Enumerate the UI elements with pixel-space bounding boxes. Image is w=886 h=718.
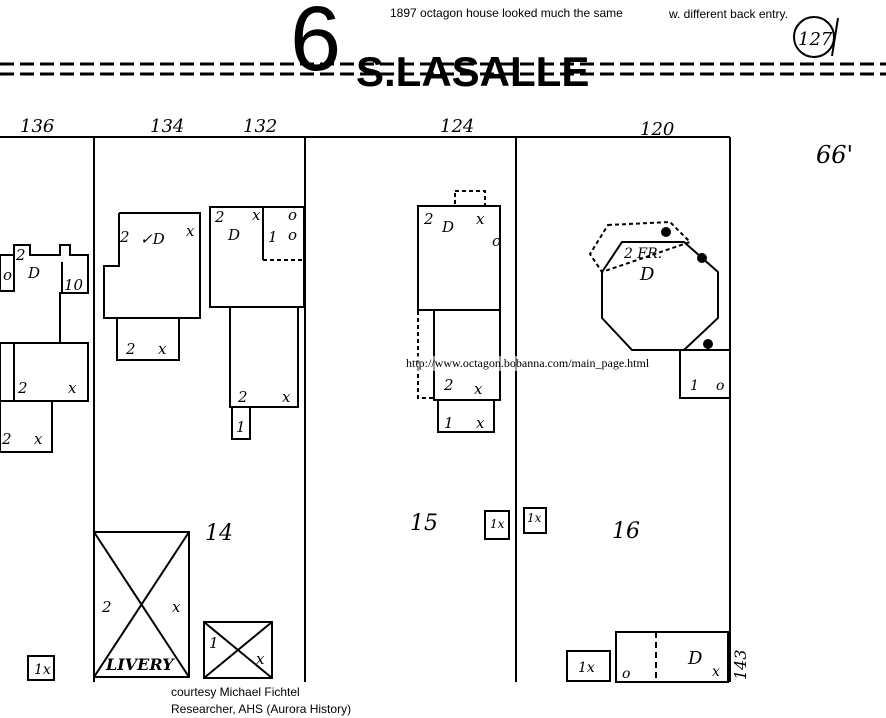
bottom-outbuildings xyxy=(27,631,729,683)
svg-text:D: D xyxy=(687,648,703,669)
svg-text:o: o xyxy=(622,666,630,682)
svg-text:o: o xyxy=(288,206,297,224)
source-url[interactable]: http://www.octagon.bobanna.com/main_page… xyxy=(406,356,650,371)
svg-text:1: 1 xyxy=(209,634,219,652)
svg-text:x: x xyxy=(474,380,483,398)
svg-text:D: D xyxy=(441,218,454,236)
building-134-marks: 2 ✓D x 2 x xyxy=(119,222,195,358)
svg-text:x: x xyxy=(712,664,720,680)
svg-text:1: 1 xyxy=(236,418,246,436)
svg-text:x: x xyxy=(476,210,485,228)
svg-text:D: D xyxy=(227,226,240,244)
svg-text:✓D: ✓D xyxy=(140,230,165,248)
corner-number: 143 xyxy=(731,649,750,680)
svg-text:2: 2 xyxy=(237,388,248,406)
address-136: 136 xyxy=(20,116,54,137)
svg-text:o: o xyxy=(492,232,501,250)
building-124 xyxy=(417,190,501,433)
building-134 xyxy=(103,212,201,361)
street-name: S.LASALLE xyxy=(356,48,589,95)
octagon-floors-label: 2 FR. xyxy=(623,246,662,262)
svg-text:2: 2 xyxy=(443,376,454,394)
svg-text:2: 2 xyxy=(214,208,225,226)
outbuilding-lot-15 xyxy=(484,507,547,540)
svg-text:x: x xyxy=(158,340,167,358)
svg-text:10: 10 xyxy=(64,276,84,294)
sheet-number: 6 xyxy=(290,0,341,90)
livery-building xyxy=(93,531,273,679)
octagon-house-marks: 2 FR. D 1 o xyxy=(623,246,724,394)
livery-marks: 2 x 1 x xyxy=(101,598,265,668)
svg-text:D: D xyxy=(639,264,655,285)
svg-text:2: 2 xyxy=(17,379,28,397)
svg-text:x: x xyxy=(34,430,43,448)
credit-line-2: Researcher, AHS (Aurora History) xyxy=(171,702,352,716)
lot-number-14: 14 xyxy=(205,521,233,546)
note-top-left: 1897 octagon house looked much the same xyxy=(390,6,623,20)
building-136 xyxy=(0,244,89,453)
svg-text:1x: 1x xyxy=(527,511,542,525)
svg-text:o: o xyxy=(716,378,724,394)
svg-text:2: 2 xyxy=(1,430,12,448)
address-134: 134 xyxy=(150,116,184,137)
svg-text:x: x xyxy=(172,598,181,616)
address-124: 124 xyxy=(440,116,474,137)
svg-text:x: x xyxy=(186,222,195,240)
lot-lines xyxy=(0,136,731,682)
livery-label: LIVERY xyxy=(105,655,175,674)
svg-text:1x: 1x xyxy=(34,662,51,678)
outbuilding-lot-15-marks: 1x 1x xyxy=(490,511,542,531)
svg-text:D: D xyxy=(27,264,40,282)
note-top-right: w. different back entry. xyxy=(669,7,788,21)
address-120: 120 xyxy=(640,119,674,140)
svg-text:o: o xyxy=(288,226,297,244)
svg-text:x: x xyxy=(256,650,265,668)
address-132: 132 xyxy=(243,116,277,137)
street-width-label: 66' xyxy=(816,141,853,169)
svg-text:2: 2 xyxy=(15,246,26,264)
svg-text:x: x xyxy=(68,379,77,397)
bottom-outbuildings-marks: 1x 1x o Dx xyxy=(34,648,720,682)
building-132 xyxy=(209,206,305,440)
svg-text:o: o xyxy=(3,266,12,284)
svg-text:x: x xyxy=(282,388,291,406)
plate-number: 127 xyxy=(798,29,833,50)
svg-text:1: 1 xyxy=(444,414,454,432)
svg-text:1: 1 xyxy=(690,378,699,394)
plate-number-badge: 127 xyxy=(793,16,839,58)
svg-text:2: 2 xyxy=(101,598,112,616)
svg-text:1: 1 xyxy=(268,228,278,246)
credit-line-1: courtesy Michael Fichtel xyxy=(171,685,300,699)
lot-number-15: 15 xyxy=(410,511,438,536)
svg-text:1x: 1x xyxy=(578,660,595,676)
svg-text:1x: 1x xyxy=(490,517,505,531)
street-lines xyxy=(0,62,886,76)
svg-text:2: 2 xyxy=(119,228,130,246)
svg-text:x: x xyxy=(252,206,261,224)
svg-text:2: 2 xyxy=(125,340,136,358)
svg-text:x: x xyxy=(476,414,485,432)
lot-number-16: 16 xyxy=(612,519,640,544)
octagon-house-120 xyxy=(588,220,730,399)
svg-text:2: 2 xyxy=(423,210,434,228)
